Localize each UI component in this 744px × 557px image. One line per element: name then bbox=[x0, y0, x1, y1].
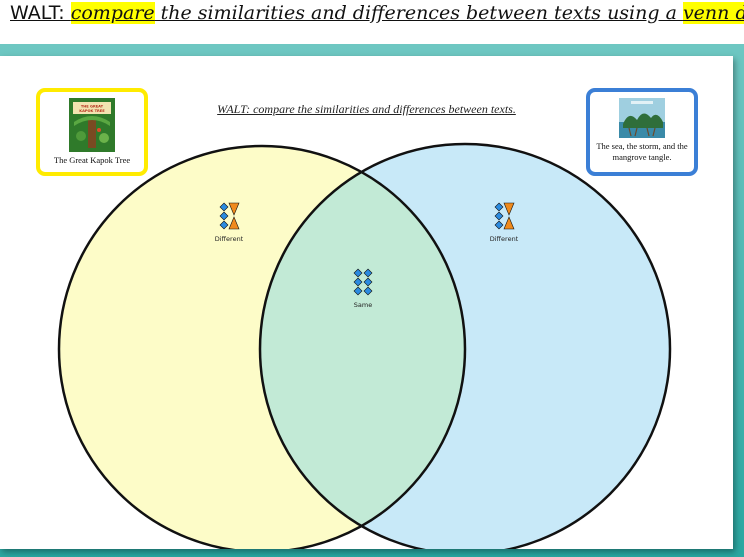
walt-prefix: WALT: bbox=[10, 2, 71, 24]
different-label-right: Different bbox=[484, 235, 524, 243]
walt-middle-text: the similarities and differences between… bbox=[155, 2, 683, 24]
book-cover-title-line-2: KAPOK TREE bbox=[79, 109, 105, 113]
different-symbol-icon bbox=[493, 202, 515, 230]
different-symbol-left: Different bbox=[209, 202, 249, 243]
same-symbol-center: Same bbox=[343, 268, 383, 309]
same-label-center: Same bbox=[343, 301, 383, 309]
book-cover-icon bbox=[619, 98, 665, 138]
walt-highlight-compare: compare bbox=[71, 2, 155, 24]
book-card-great-kapok-tree[interactable]: THE GREAT KAPOK TREE The Great Kapok Tre… bbox=[36, 88, 148, 176]
different-label-left: Different bbox=[209, 235, 249, 243]
walt-highlight-venn: venn d bbox=[683, 2, 744, 24]
book-cover-title-line-1: THE GREAT bbox=[81, 105, 104, 109]
walt-heading: WALT: compare the similarities and diffe… bbox=[10, 2, 744, 24]
slide[interactable]: WALT: compare the similarities and diffe… bbox=[0, 56, 733, 549]
book-cover-icon: THE GREAT KAPOK TREE bbox=[69, 98, 115, 152]
book-label-right: The sea, the storm, and the mangrove tan… bbox=[590, 141, 694, 163]
different-symbol-icon bbox=[218, 202, 240, 230]
book-label-left: The Great Kapok Tree bbox=[40, 155, 144, 166]
same-symbol-icon bbox=[352, 268, 374, 296]
book-card-mangrove-tangle[interactable]: The sea, the storm, and the mangrove tan… bbox=[586, 88, 698, 176]
different-symbol-right: Different bbox=[484, 202, 524, 243]
